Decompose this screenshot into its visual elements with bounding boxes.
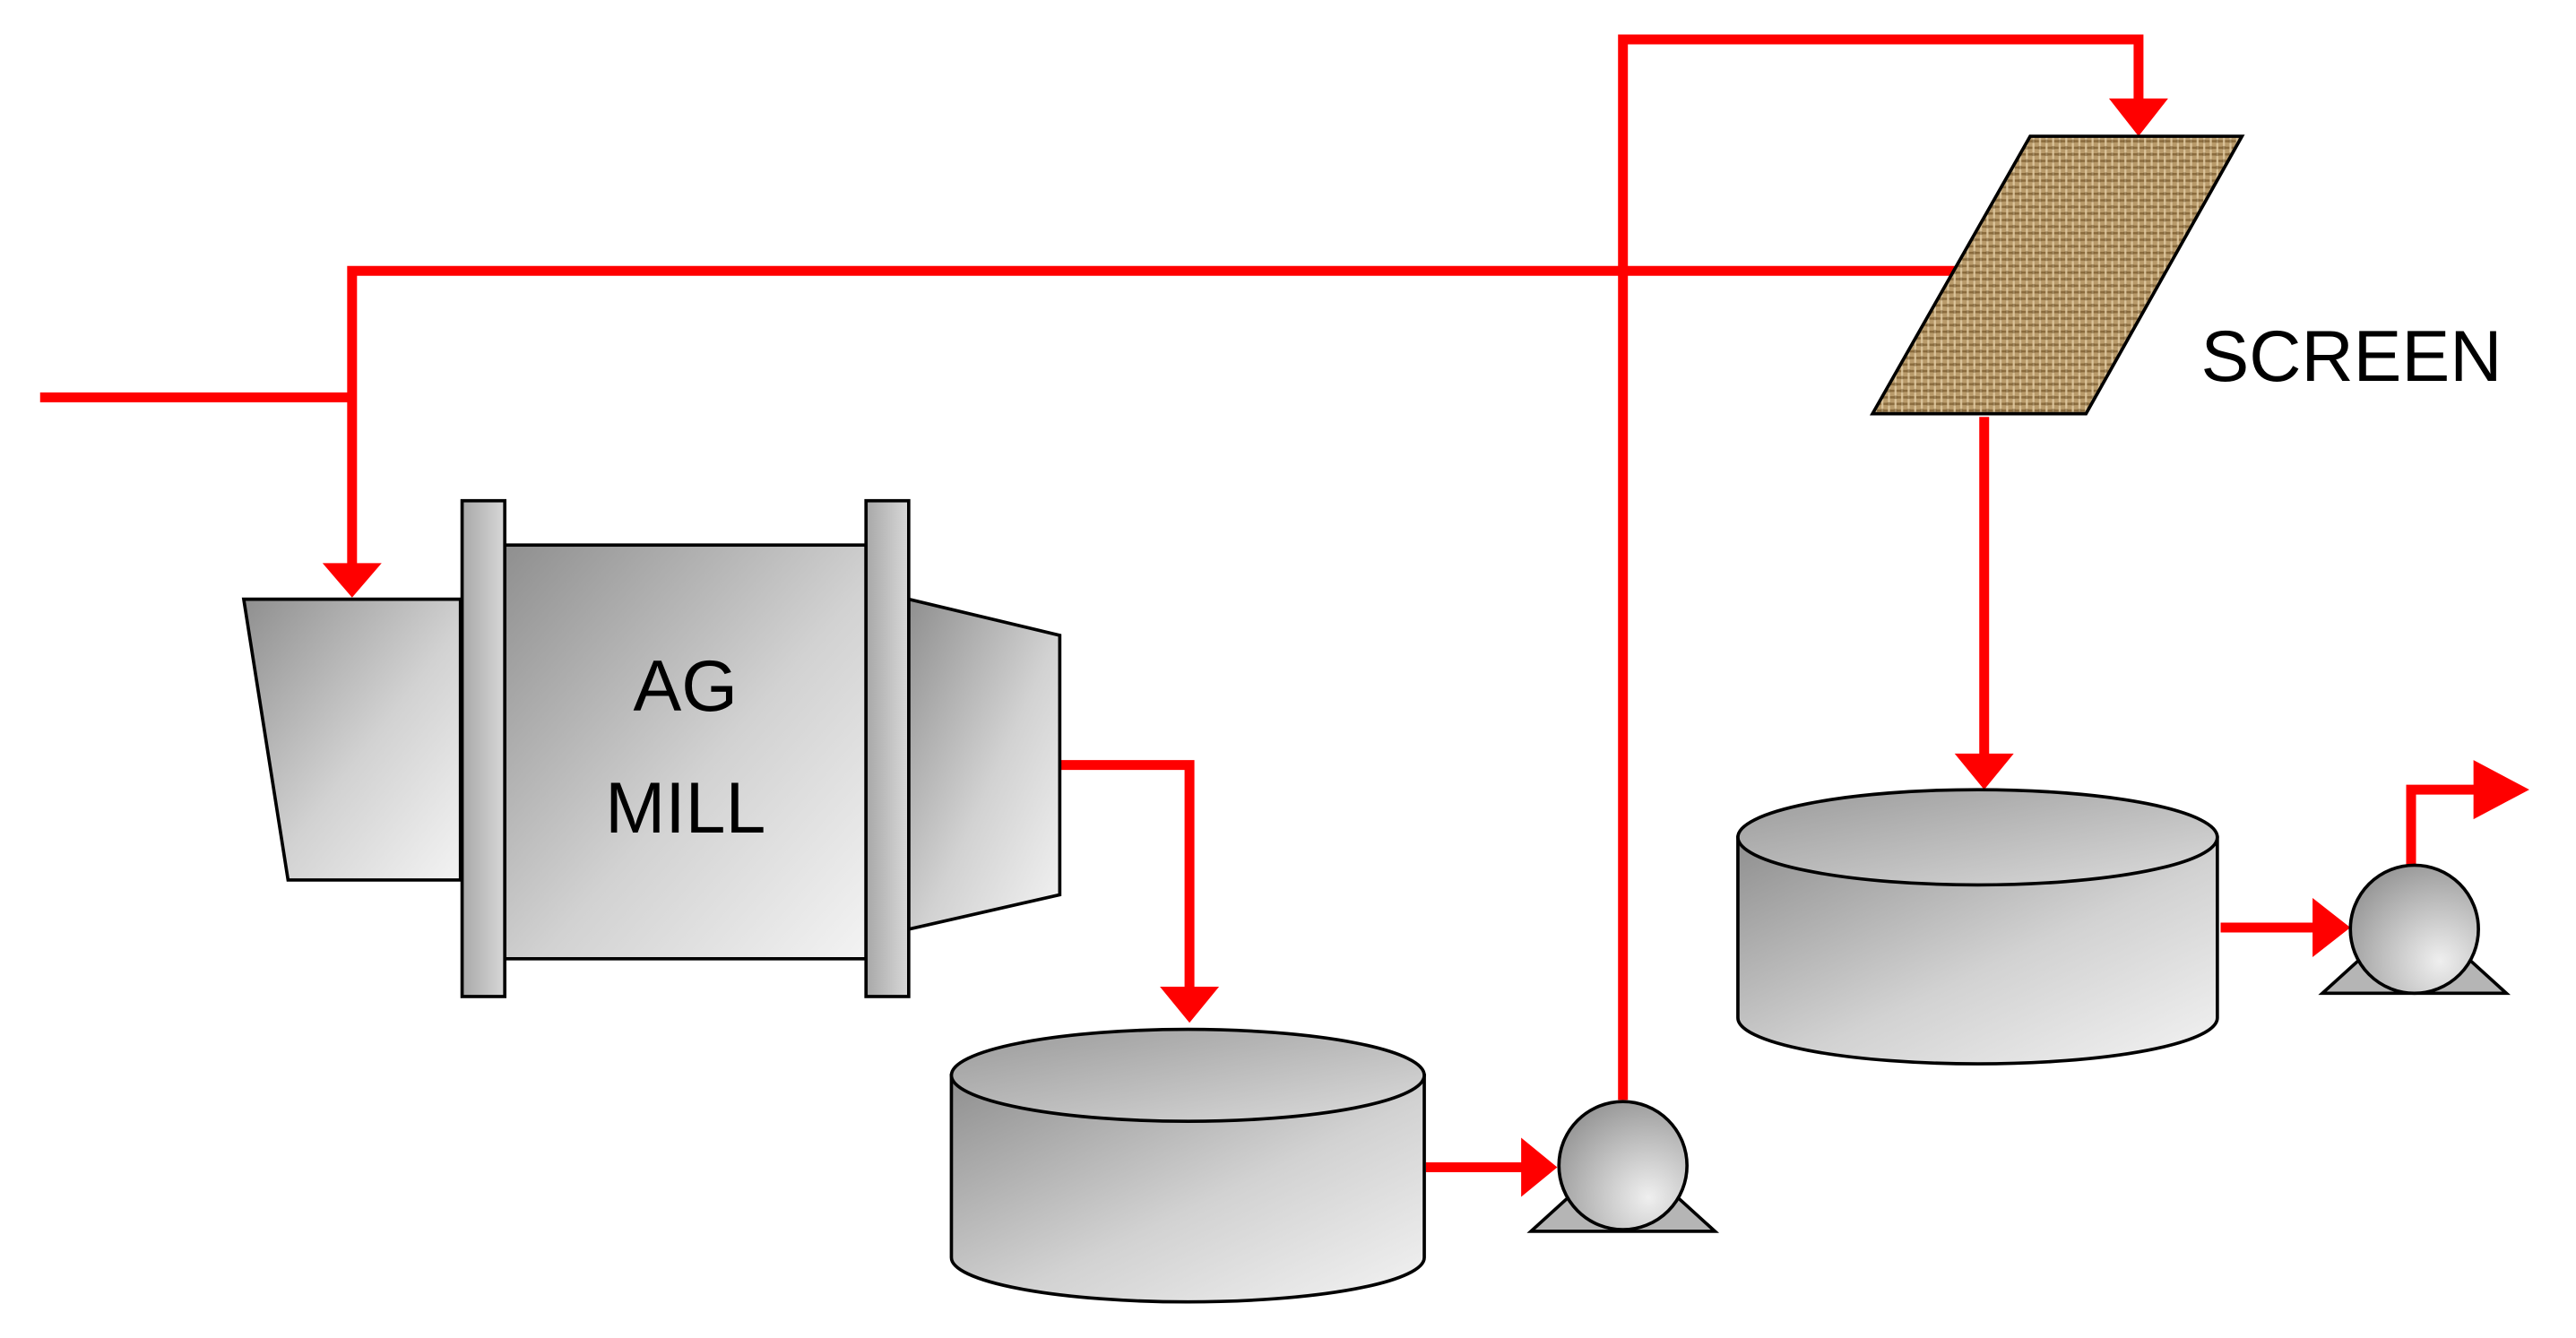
arrow-to-mill-icon [322, 563, 382, 598]
arrow-to-sump1-icon [1160, 986, 1220, 1023]
pump-icon [1526, 1100, 1720, 1233]
arrow-product-icon [2473, 760, 2529, 820]
screen-icon [1870, 134, 2245, 416]
flow-arrows [322, 98, 2529, 1197]
pump2-casing [2348, 863, 2480, 996]
screen-oversize-recycle-line [347, 265, 2057, 567]
sump2-top [1736, 788, 2219, 887]
pump1-casing [1557, 1100, 1689, 1231]
mill-label-line1: AG [633, 646, 737, 727]
screen-label: SCREEN [2201, 316, 2503, 397]
ag-mill-icon: AG MILL [241, 498, 1062, 998]
pump-icon [2318, 863, 2511, 996]
flow-lines [39, 34, 2477, 1172]
screen-undersize-sump [1736, 788, 2219, 1066]
mill-shell [503, 543, 869, 961]
arrow-to-sump2-icon [1954, 753, 2014, 790]
pump1-to-screen-line [1618, 34, 2144, 1101]
sump2-body [1736, 835, 2219, 1066]
mill-discharge-sump [949, 1027, 1426, 1304]
mill-discharge-line [1059, 760, 1195, 990]
screen-deck [1870, 134, 2245, 416]
mill-feed-flange [460, 498, 507, 998]
mill-discharge-flange [864, 498, 911, 998]
mill-discharge-cone [906, 597, 1062, 932]
mill-feed-cone [241, 597, 462, 882]
product-line [2406, 784, 2477, 866]
sump1-body [949, 1074, 1426, 1304]
arrow-to-pump2-icon [2312, 898, 2351, 957]
mill-label-line2: MILL [605, 768, 765, 849]
arrow-to-screen-icon [2108, 98, 2168, 137]
arrow-to-pump1-icon [1521, 1137, 1558, 1197]
sump1-top [949, 1027, 1426, 1124]
